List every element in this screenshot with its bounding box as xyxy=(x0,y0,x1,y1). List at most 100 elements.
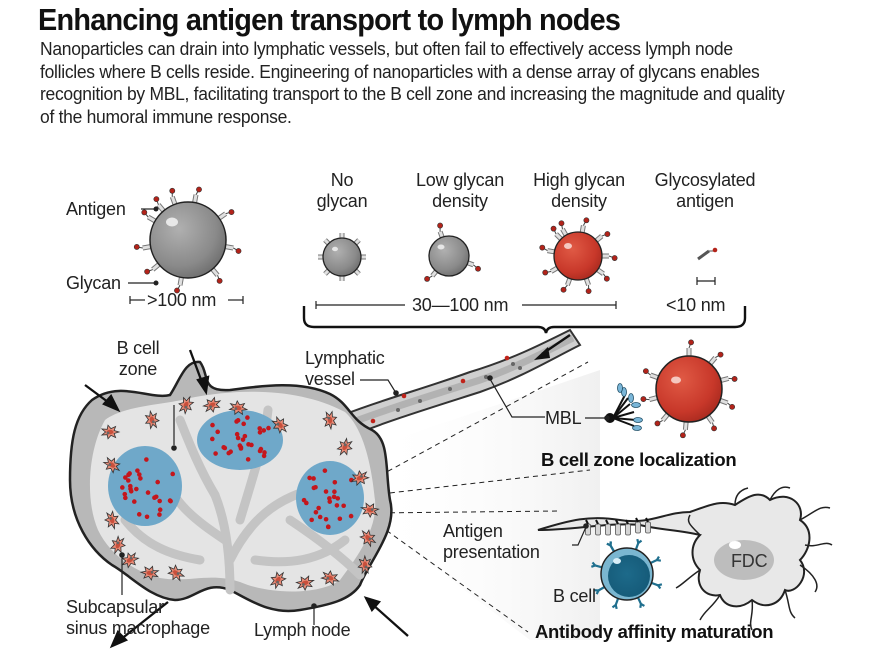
particle-type-no-glycan: No glycan xyxy=(316,170,368,211)
macrophage xyxy=(295,575,315,591)
antigen-presentation-label: Antigen presentation xyxy=(443,521,540,562)
antigen-particle-dot xyxy=(120,485,125,490)
macrophage xyxy=(269,571,287,590)
macrophage xyxy=(359,502,380,518)
macrophage xyxy=(104,510,120,530)
antigen-particle-dot xyxy=(152,495,157,501)
antigen-dot xyxy=(585,288,592,295)
macrophage xyxy=(336,437,353,456)
macrophage xyxy=(102,456,121,474)
antigen-particle-dot xyxy=(307,475,312,481)
macrophage xyxy=(350,470,370,487)
antigen-particle-dot xyxy=(334,503,340,508)
b-cell-follicle-left xyxy=(108,446,182,526)
antigen-particle-dot xyxy=(262,450,267,455)
antigen-particle-dot xyxy=(126,478,131,483)
antigen-particle-dot xyxy=(155,479,160,485)
antigen-dot xyxy=(437,222,444,229)
antigen-dot xyxy=(560,286,567,293)
antigen-particle-dot xyxy=(222,445,228,451)
antigen-particle-dot xyxy=(242,433,248,439)
antigen-particle-dot xyxy=(144,514,150,520)
lymph-node xyxy=(68,349,409,649)
antigen-dot xyxy=(144,268,151,275)
antigen-particle-dot xyxy=(157,512,162,517)
antigen-dot xyxy=(475,265,481,272)
macrophage xyxy=(202,396,222,413)
antigen-dot xyxy=(216,277,223,284)
antigen-particle-dot xyxy=(313,484,318,490)
antigen-particle-dot xyxy=(323,516,329,522)
antigen-particle-dot xyxy=(210,436,215,442)
size-bar-small xyxy=(696,277,716,285)
antigen-label: Antigen xyxy=(66,199,126,219)
macrophage xyxy=(109,535,126,555)
mbl-bound-particle xyxy=(605,339,738,439)
antigen-dot xyxy=(711,425,717,432)
antigen-particle-dot xyxy=(257,426,263,431)
fdc-label: FDC xyxy=(731,551,768,571)
b-cell-zone-localization-heading: B cell zone localization xyxy=(541,449,737,470)
antigen-particle-dot xyxy=(332,489,337,495)
antigen-dot xyxy=(133,244,140,250)
antigen-dot xyxy=(174,287,180,294)
b-cell xyxy=(590,538,663,610)
antigen-particle-dot xyxy=(245,415,250,420)
antigen-particle-dot xyxy=(266,425,271,431)
macrophage xyxy=(139,565,160,581)
antigen-particle-dot xyxy=(134,486,139,492)
antigen-particle-dot xyxy=(137,472,142,477)
fdc-cell xyxy=(537,486,833,631)
glycan-label: Glycan xyxy=(66,273,121,293)
particle-type-high-glycan: High glycan density xyxy=(533,170,625,211)
size-bar-large xyxy=(129,296,244,304)
macrophage xyxy=(167,564,186,582)
glycosylated-antigen xyxy=(697,247,718,261)
antigen-particle-dot xyxy=(123,475,128,480)
antigen-particle-dot xyxy=(316,505,321,511)
antigen-particle-dot xyxy=(327,496,332,501)
antigen-particle-dot xyxy=(123,495,128,501)
antigen-dot xyxy=(731,376,738,382)
antigen-dot xyxy=(550,225,557,232)
particle-type-low-glycan: Low glycan density xyxy=(415,170,505,211)
antigen-dot xyxy=(141,209,148,216)
antigen-particle-dot xyxy=(245,457,251,462)
antigen-dot xyxy=(539,244,546,251)
antigen-particle-dot xyxy=(257,430,263,435)
mbl-leader xyxy=(489,378,545,418)
antigen-particle-dot xyxy=(261,453,267,459)
figure-title: Enhancing antigen transport to lymph nod… xyxy=(38,2,621,37)
macrophage xyxy=(121,552,140,569)
mbl-label: MBL xyxy=(545,408,582,428)
figure-description: Nanoparticles can drain into lymphatic v… xyxy=(40,38,785,127)
b-cell-follicle-top xyxy=(197,410,283,470)
antigen-particle-dot xyxy=(213,451,218,456)
antigen-particle-dot xyxy=(234,431,240,437)
antigen-dot xyxy=(583,217,590,224)
lymphatic-vessel-leader xyxy=(360,379,397,394)
antigen-dot xyxy=(228,209,235,215)
antigen-dot xyxy=(169,187,176,194)
size-bar-medium xyxy=(315,301,617,309)
lymphatic-vessel-label: Lymphatic vessel xyxy=(305,348,385,389)
antigen-particle-dot xyxy=(326,524,331,530)
antigen-particle-dot xyxy=(131,499,137,504)
antigen-dot xyxy=(235,248,242,254)
antigen-particle-dot xyxy=(313,509,319,515)
macrophage xyxy=(100,424,121,440)
antigen-particle-dot xyxy=(157,507,163,513)
b-cell-zone-label: B cell zone xyxy=(116,338,160,379)
antigen-particle-dot xyxy=(215,429,220,435)
macrophage xyxy=(359,529,377,548)
macrophage xyxy=(357,554,373,575)
antigen-particle-dot xyxy=(348,513,354,519)
antibody-affinity-maturation-heading: Antibody affinity maturation xyxy=(535,621,774,642)
antigen-particle-dot xyxy=(246,442,251,447)
antigen-dot xyxy=(542,269,549,276)
high-glycan-particle xyxy=(539,217,618,295)
antigen-particle-dot xyxy=(238,446,244,451)
antigen-particle-dot xyxy=(145,490,151,495)
antigen-dot xyxy=(603,275,610,282)
